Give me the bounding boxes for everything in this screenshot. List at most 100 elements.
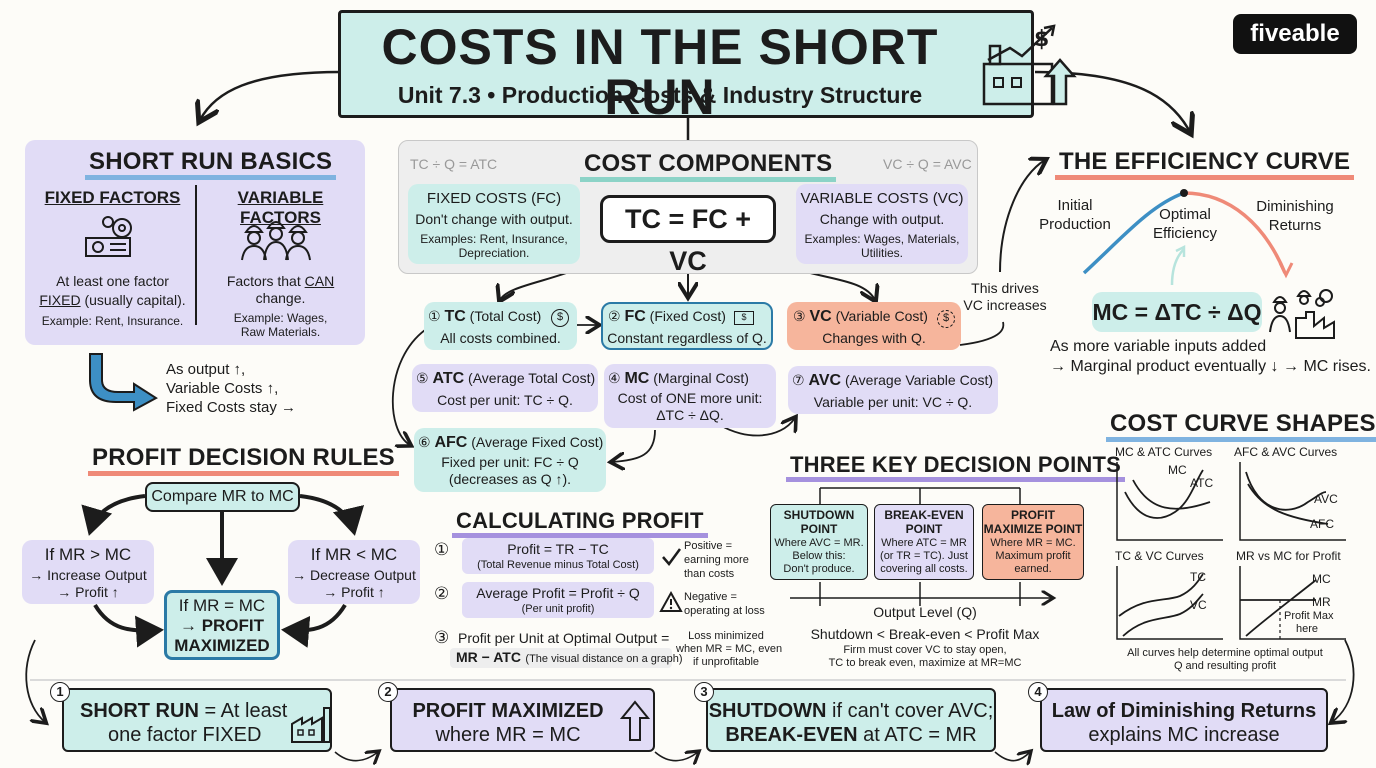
efficiency-mid-label2: Efficiency [1153,225,1217,242]
calc-row3-num: ③ [434,628,450,647]
workers-icon [241,221,311,261]
maximize-title2: MAXIMIZE POINT [983,522,1083,536]
dollar-icon: $ [551,309,569,327]
cost-item-tc-title: ① TC (Total Cost) [428,308,542,325]
efficiency-mid-label1: Optimal [1159,206,1211,223]
decision-order: Shutdown < Break-even < Profit Max [810,626,1040,642]
variable-factors-title: VARIABLE FACTORS [237,188,324,227]
breakeven-title2: POINT [905,522,943,536]
variable-factors-example2: Raw Materials. [240,325,321,339]
output-note-line1: As output ↑, [166,361,246,378]
tc-vc-chart [1116,566,1223,640]
summary-2-line1: PROFIT MAXIMIZED [412,700,604,722]
efficiency-left-label2: Production [1039,216,1111,233]
factory-growth-icon: $ [982,24,1077,106]
factory-icon [291,707,331,743]
drives-note-line1: This drives [971,280,1039,296]
calc-row3-main: Profit per Unit at Optimal Output = [458,630,670,646]
cost-item-mc [604,364,776,428]
cost-item-afc-desc2: (decreases as Q ↑). [448,471,572,487]
summary-box-4 [1040,688,1328,752]
variable-factors-line2: change. [255,290,306,306]
fixed-costs-line3: Depreciation. [458,246,530,260]
chart2-label-afc: AFC [1310,517,1334,531]
cost-item-tc [424,302,577,350]
variable-costs-line2: Examples: Wages, Materials, [804,232,960,246]
maximize-line3: earned. [1014,563,1052,575]
rule-mr-equal [164,590,280,660]
maximize-title1: PROFIT [1011,508,1055,522]
calc-row2-main: Average Profit = Profit ÷ Q [476,585,640,601]
breakeven-point-box [874,504,974,580]
afc-avc-chart [1239,462,1346,541]
curve-shapes-heading: COST CURVE SHAPES [1106,410,1376,442]
chart3-label-vc: VC [1190,598,1207,612]
cost-item-mc-title: ④ MC (Marginal Cost) [608,370,749,387]
efficiency-note2: → Marginal product eventually ↓ → MC ris… [1050,358,1371,375]
breakeven-line3: covering all costs. [880,563,968,575]
shutdown-title2: POINT [800,522,838,536]
chart3-title: TC & VC Curves [1115,549,1204,563]
cost-item-avc-title: ⑦ AVC (Average Variable Cost) [792,372,994,389]
mr-mc-chart [1239,566,1346,640]
fixed-factors-line2: FIXED (usually capital). [39,292,186,308]
fixed-costs-box [408,184,580,264]
output-axis-label: Output Level (Q) [873,604,977,620]
rule-mr-greater-line2: → Increase Output [29,567,147,583]
efficiency-right-label1: Diminishing [1256,198,1334,215]
rule-mr-less [288,540,420,604]
curves-note1: All curves help determine optimal output [1127,647,1323,659]
cost-item-fc-desc: Constant regardless of Q. [607,330,767,346]
breakeven-title1: BREAK-EVEN [884,508,964,522]
fixed-factors-title: FIXED FACTORS [44,188,181,207]
variable-costs-box [796,184,968,264]
cost-item-atc [412,364,598,412]
fiveable-logo[interactable]: fiveable [1233,14,1357,54]
rule-mr-equal-line1: If MR = MC [178,596,266,615]
calc-row1-num: ① [434,540,450,559]
cost-item-afc [414,428,606,492]
calc-row3-main2: MR − ATC (The visual distance on a graph… [456,649,683,665]
summary-num-1: 1 [50,682,70,702]
calc-row1-sub: (Total Revenue minus Total Cost) [477,559,639,571]
variable-costs-title: VARIABLE COSTS (VC) [800,190,964,207]
summary-box-3 [706,688,996,752]
variable-costs-line3: Utilities. [860,246,903,260]
fixed-costs-line2: Examples: Rent, Insurance, [420,232,568,246]
variable-factors-line1: Factors that CAN [226,273,335,289]
rule-mr-less-line2: → Decrease Output [292,567,416,583]
summary-2-line2: where MR = MC [435,724,581,746]
mc-atc-chart [1116,462,1223,541]
shutdown-line1: Where AVC = MR. [774,537,864,549]
summary-num-4: 4 [1028,682,1048,702]
chart4-title: MR vs MC for Profit [1236,549,1341,563]
decision-points-heading: THREE KEY DECISION POINTS [786,452,1125,482]
calc-row2-box [462,582,654,618]
summary-4-line1: Law of Diminishing Returns [1051,700,1317,722]
efficiency-heading: THE EFFICIENCY CURVE [1055,148,1355,180]
chart4-label-here: here [1296,623,1319,635]
shutdown-point-box [770,504,868,580]
profit-rules-heading: PROFIT DECISION RULES [88,444,399,476]
basics-divider [195,185,197,325]
summary-3-line1: SHUTDOWN if can't cover AVC; [708,700,994,722]
checkmark-icon [662,548,682,567]
summary-num-2: 2 [378,682,398,702]
page-title: COSTS IN THE SHORT RUN [381,19,939,125]
shutdown-title1: SHUTDOWN [783,508,855,522]
rule-mr-less-line3: → Profit ↑ [323,584,385,600]
chart2-title: AFC & AVC Curves [1234,445,1338,459]
calc-row3-box [450,648,672,668]
note-negative-line1: Negative = [684,591,737,603]
summary-4-line2: explains MC increase [1088,724,1280,746]
page-subtitle: Unit 7.3 • Production Costs & Industry S… [397,82,923,108]
note-positive-line3: than costs [684,568,735,580]
rule-mr-equal-line3: MAXIMIZED [174,636,270,655]
summary-box-2 [390,688,655,752]
chart4-label-profit-max: Profit Max [1284,610,1334,622]
chart4-label-mc: MC [1312,572,1331,586]
note-loss-line2: when MR = MC, even [676,643,783,655]
note-positive-line1: Positive = [684,540,732,552]
drives-note-line2: VC increases [963,297,1047,313]
efficiency-left-label1: Initial [1057,197,1093,214]
